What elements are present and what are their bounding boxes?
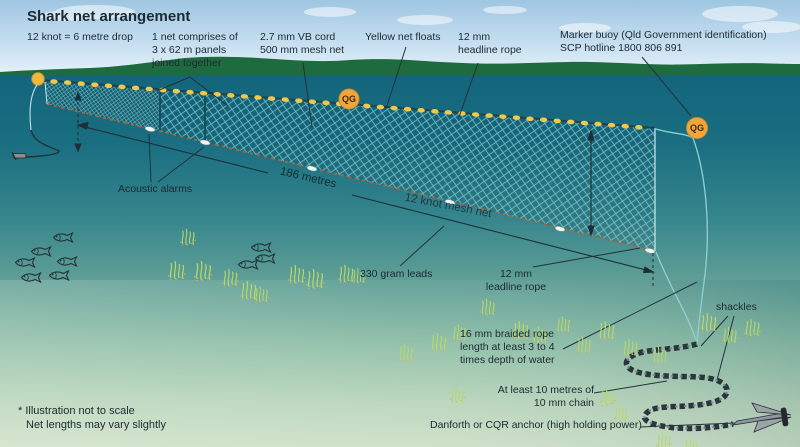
footnote-scale: * Illustration not to scale: [18, 405, 135, 417]
label-braided-rope: 16 mm braided rope length at least 3 to …: [460, 328, 555, 366]
label-marker-buoy: Marker buoy (Qld Government identificati…: [560, 29, 767, 54]
right-rigging: [655, 128, 708, 345]
end-float: [31, 72, 45, 86]
page-title: Shark net arrangement: [27, 8, 191, 25]
label-anchor: Danforth or CQR anchor (high holding pow…: [430, 419, 642, 431]
qg-buoy-1: [338, 88, 360, 110]
label-leads: 330 gram leads: [360, 268, 433, 280]
label-acoustic-alarms: Acoustic alarms: [118, 183, 193, 195]
left-rigging: [11, 84, 60, 161]
small-anchor: [11, 151, 27, 161]
footnote-lengths: Net lengths may vary slightly: [26, 419, 166, 431]
lead-weight-markers: [144, 126, 656, 254]
label-net-floats: Yellow net floats: [365, 31, 441, 43]
label-headline-rope: 12 mm headline rope: [458, 31, 522, 56]
label-shackles: shackles: [716, 301, 757, 313]
label-drop: 12 knot = 6 metre drop: [27, 31, 133, 43]
label-leadline-rope: 12 mm leadline rope: [485, 268, 547, 293]
anchor-chain: [623, 341, 734, 432]
label-vb-cord: 2.7 mm VB cord 500 mm mesh net: [260, 31, 345, 56]
net-floats: [50, 79, 643, 130]
shark-net: [41, 79, 656, 252]
qg-buoy-2: [686, 117, 708, 139]
clouds: [39, 5, 800, 33]
net-mesh: [160, 90, 655, 251]
leadline-rope: [46, 103, 656, 252]
land-horizon: [0, 56, 800, 78]
label-chain: At least 10 metres of 10 mm chain: [497, 384, 594, 409]
pointer-lines: [148, 46, 736, 428]
qg-buoy-2-label: QG: [689, 123, 704, 133]
arrowhead-left: [76, 121, 89, 130]
danforth-anchor: [731, 402, 792, 433]
net-mesh-dense: [45, 82, 160, 132]
qg-buoy-1-label: QG: [341, 94, 356, 104]
arrowhead-right: [642, 266, 655, 274]
net-left-edge: [44, 81, 48, 105]
label-panels: 1 net comprises of 3 x 62 m panels joine…: [152, 31, 238, 69]
measurement-arrows: [74, 91, 655, 287]
